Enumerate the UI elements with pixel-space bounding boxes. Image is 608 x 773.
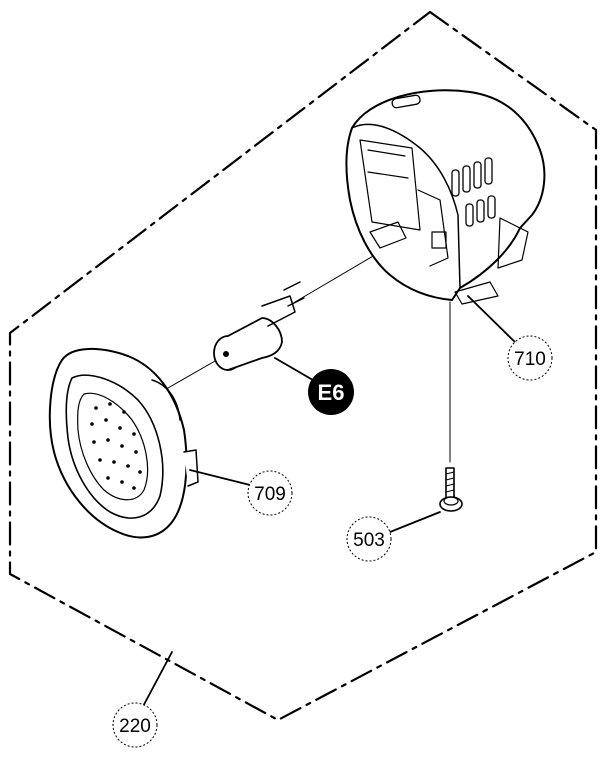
callout-E6: E6 bbox=[308, 369, 354, 415]
lamp-housing-drawing bbox=[345, 89, 546, 305]
callout-label-709: 709 bbox=[254, 484, 286, 505]
callout-label-710: 710 bbox=[514, 349, 546, 370]
lens-dots bbox=[90, 402, 142, 490]
leader-lines bbox=[139, 295, 519, 713]
housing-vent-slots bbox=[391, 94, 496, 227]
callout-220: 220 bbox=[112, 702, 158, 748]
assembly-boundary-outline bbox=[8, 10, 598, 722]
callout-label-220: 220 bbox=[119, 716, 151, 737]
callout-label-503: 503 bbox=[353, 530, 385, 551]
assembly-axis-lines bbox=[167, 251, 451, 463]
callout-710: 710 bbox=[507, 335, 553, 381]
callout-503: 503 bbox=[346, 516, 392, 562]
callout-709: 709 bbox=[247, 470, 293, 516]
screw-drawing bbox=[439, 467, 463, 512]
callout-label-E6: E6 bbox=[318, 380, 345, 405]
lens-cover-drawing bbox=[48, 347, 199, 539]
bulb-drawing bbox=[213, 281, 305, 371]
